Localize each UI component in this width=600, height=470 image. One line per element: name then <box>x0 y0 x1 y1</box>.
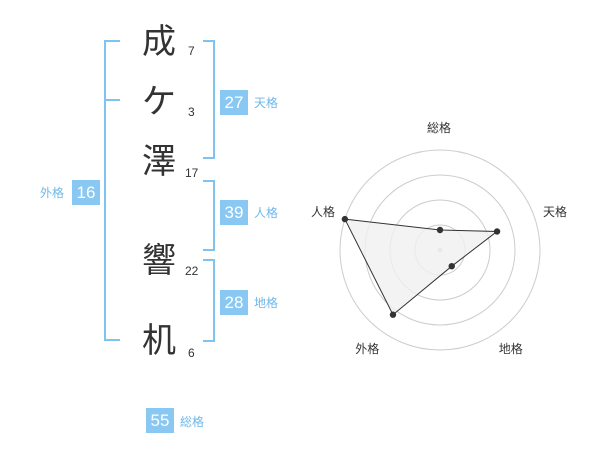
radar-point-1 <box>436 226 444 234</box>
tenkaku-badge: 27 <box>220 90 248 115</box>
radar-point-4 <box>389 311 397 318</box>
radar-axis-label-2: 天格 <box>543 205 568 220</box>
gaikaku-badge: 16 <box>72 180 100 205</box>
name-kanji-2: ケ <box>142 82 176 122</box>
chikaku-label: 地格 <box>254 296 279 310</box>
radar-ring <box>339 149 541 351</box>
stroke-count-5: 6 <box>188 346 195 360</box>
jinkaku-badge: 39 <box>220 200 248 225</box>
name-kanji-4: 響 <box>142 241 176 281</box>
radar-axis-label-4: 外格 <box>355 341 380 356</box>
radar-point-5 <box>341 215 349 223</box>
jinkaku-label: 人格 <box>254 206 279 220</box>
stroke-count-1: 7 <box>188 44 195 58</box>
soukaku-label: 総格 <box>180 415 205 429</box>
radar-axis-label-3: 地格 <box>498 341 523 356</box>
radar-series-polygon <box>344 218 499 316</box>
radar-axis-label-1: 総格 <box>427 121 452 135</box>
radar-point-3 <box>448 262 455 270</box>
soukaku-badge: 55 <box>146 408 174 433</box>
stroke-count-2: 3 <box>188 105 195 119</box>
radar-chart <box>339 149 541 351</box>
name-kanji-3: 澤 <box>142 142 176 182</box>
stroke-count-4: 22 <box>185 264 199 278</box>
chikaku-badge: 28 <box>220 290 248 315</box>
stroke-count-3: 17 <box>185 166 199 180</box>
name-kanji-1: 成 <box>142 22 176 62</box>
tenkaku-label: 天格 <box>254 96 279 110</box>
gaikaku-label: 外格 <box>40 186 65 200</box>
name-kanji-5: 机 <box>142 321 176 361</box>
radar-point-2 <box>493 228 501 235</box>
radar-axis-label-5: 人格 <box>310 205 335 220</box>
